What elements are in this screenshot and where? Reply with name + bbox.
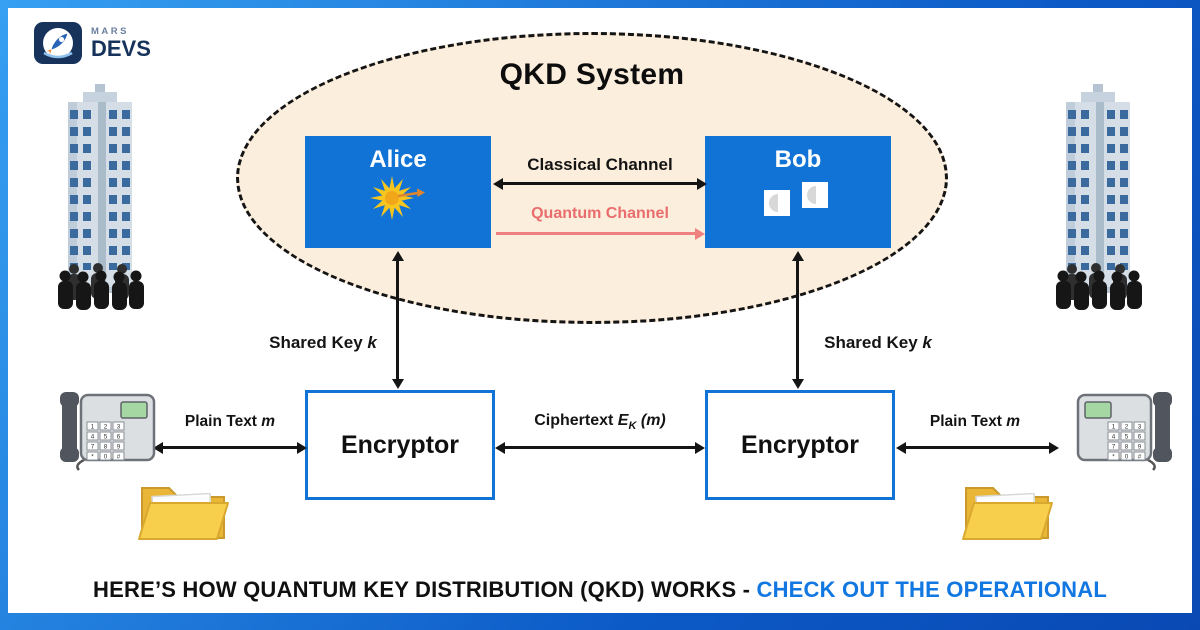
diagram-canvas: MARS DEVS (8, 8, 1192, 613)
telephone-icon-left: 1 2 3 4 5 6 7 8 9 * 0 # (60, 392, 156, 471)
svg-text:1: 1 (1112, 423, 1116, 430)
encryptor-box-left: Encryptor (305, 390, 495, 500)
svg-text:*: * (91, 453, 94, 460)
crowd-icon-left (58, 263, 144, 310)
plain-text-arrow-left (162, 446, 298, 449)
classical-channel-label: Classical Channel (527, 155, 673, 174)
svg-text:8: 8 (104, 443, 108, 450)
bob-label: Bob (774, 146, 822, 173)
footer-text: HERE’S HOW QUANTUM KEY DISTRIBUTION (QKD… (93, 577, 751, 602)
crowd-icon-right (1056, 263, 1142, 310)
building-icon-right (1056, 84, 1142, 310)
svg-text:0: 0 (104, 453, 108, 460)
photon-source-icon (370, 176, 425, 220)
svg-text:6: 6 (117, 433, 121, 440)
svg-text:4: 4 (91, 433, 95, 440)
rocket-icon (34, 22, 82, 64)
bob-node: Bob (705, 136, 891, 248)
encryptor-box-right: Encryptor (705, 390, 895, 500)
logo-line-mars: MARS (91, 25, 129, 37)
svg-text:6: 6 (1138, 433, 1142, 440)
svg-text:5: 5 (1125, 433, 1129, 440)
encryptor-label-right: Encryptor (740, 430, 860, 459)
encryptor-label-left: Encryptor (340, 430, 460, 459)
svg-text:4: 4 (1112, 433, 1116, 440)
svg-text:9: 9 (117, 443, 121, 450)
logo-line-devs: DEVS (91, 35, 151, 61)
alice-label: Alice (369, 146, 427, 173)
svg-text:9: 9 (1138, 443, 1142, 450)
photon-detector-icons (764, 182, 828, 216)
quantum-channel-label: Quantum Channel (531, 205, 669, 222)
svg-text:3: 3 (117, 423, 121, 430)
plain-text-label-right: Plain Text m (929, 413, 1021, 430)
telephone-icon-right: 1 2 3 4 5 6 7 8 9 * 0 # (1076, 392, 1172, 471)
svg-text:5: 5 (104, 433, 108, 440)
folder-icon-right (962, 487, 1053, 540)
svg-text:3: 3 (1138, 423, 1142, 430)
plain-text-label-left: Plain Text m (184, 413, 276, 430)
shared-key-arrow-left (396, 260, 399, 380)
svg-text:*: * (1112, 453, 1115, 460)
classical-channel-arrow (502, 182, 698, 185)
svg-text:2: 2 (104, 423, 108, 430)
footer-link[interactable]: CHECK OUT THE OPERATIONAL (756, 577, 1107, 602)
shared-key-label-right: Shared Key k (824, 333, 932, 352)
plain-text-arrow-right (905, 446, 1050, 449)
shared-key-label-left: Shared Key k (269, 333, 377, 352)
footer-caption: HERE’S HOW QUANTUM KEY DISTRIBUTION (QKD… (8, 577, 1192, 603)
svg-text:7: 7 (91, 443, 95, 450)
logo-wordmark: MARS DEVS (91, 26, 151, 60)
marsdevs-logo: MARS DEVS (34, 22, 151, 64)
ciphertext-label: Ciphertext EK (m) (534, 412, 666, 433)
svg-text:#: # (1138, 453, 1142, 460)
svg-text:2: 2 (1125, 423, 1129, 430)
svg-text:8: 8 (1125, 443, 1129, 450)
svg-text:#: # (117, 453, 121, 460)
folder-icon-left (138, 487, 229, 540)
shared-key-arrow-right (796, 260, 799, 380)
qkd-system-title: QKD System (499, 58, 685, 91)
building-icon-left (58, 84, 144, 310)
quantum-channel-arrow (496, 232, 696, 235)
alice-node: Alice (305, 136, 491, 248)
svg-text:1: 1 (91, 423, 95, 430)
svg-text:7: 7 (1112, 443, 1116, 450)
ciphertext-arrow (504, 446, 696, 449)
phone-keypad: 1 2 3 4 5 6 7 8 9 * 0 # (86, 421, 125, 461)
phone-keypad: 1 2 3 4 5 6 7 8 9 * 0 # (1107, 421, 1146, 461)
svg-text:0: 0 (1125, 453, 1129, 460)
